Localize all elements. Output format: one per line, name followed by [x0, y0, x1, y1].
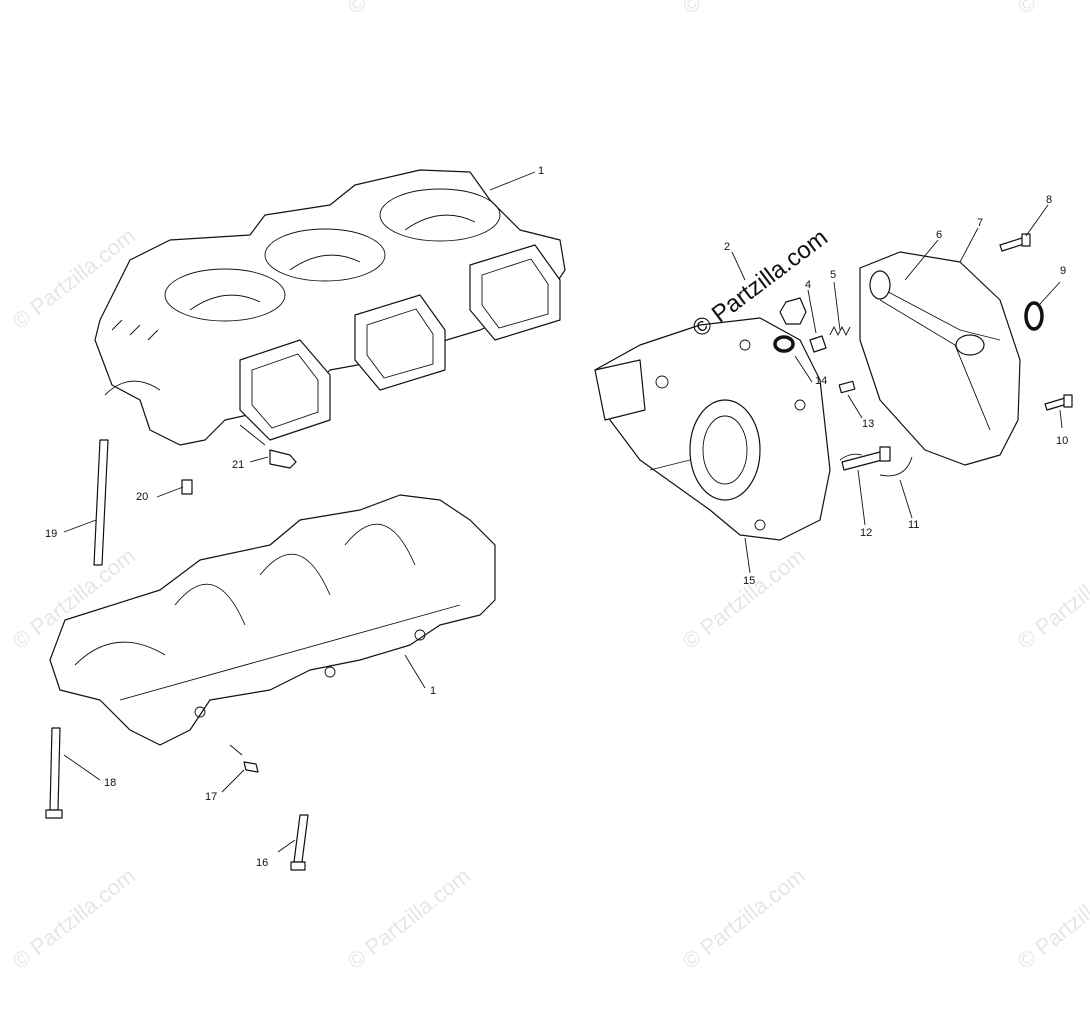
stud-19: [93, 439, 109, 566]
callout-label: 11: [908, 519, 919, 531]
bolt-8: [999, 233, 1031, 252]
callout-label: 1: [430, 685, 436, 697]
callout-label: 8: [1046, 194, 1052, 206]
watermark: © Partzilla.com: [678, 0, 810, 19]
watermark: © Partzilla.com: [8, 863, 140, 974]
watermark: © Partzilla.com: [1013, 0, 1090, 19]
lower-crankcase: [49, 494, 496, 746]
callout-label: 9: [1060, 265, 1066, 277]
watermark: © Partzilla.com: [678, 543, 810, 654]
bolt-18: [45, 727, 63, 819]
watermark: © Partzilla.com: [678, 863, 810, 974]
dowel-20: [181, 479, 193, 495]
callout-label: 13: [862, 418, 874, 430]
plug-2: [779, 297, 807, 325]
fitting-21: [269, 449, 297, 469]
bolt-12: [841, 446, 891, 471]
upper-crankcase: [94, 169, 566, 446]
watermark: © Partzilla.com: [1013, 543, 1090, 654]
oring-washer: [773, 335, 795, 353]
callout-label: 21: [232, 459, 244, 471]
spring-5: [829, 325, 851, 337]
clip-14: [839, 453, 863, 461]
callout-label: 10: [1056, 435, 1068, 447]
watermark: © Partzilla.com: [1013, 863, 1090, 974]
leader-lines: [63, 171, 1063, 853]
callout-label: 17: [205, 791, 217, 803]
callout-labels: 1 1 2 4 5 6 7 8 9 10 11 12 13 14 15 16 1…: [45, 165, 1068, 869]
watermark-layer: © Partzilla.com © Partzilla.com © Partzi…: [8, 0, 1090, 974]
bolt-10: [1044, 394, 1073, 411]
callout-label: 4: [805, 279, 811, 291]
callout-label: 2: [724, 241, 730, 253]
magneto-cover-7: [859, 251, 1021, 466]
callout-label: 20: [136, 491, 148, 503]
pin-13: [838, 380, 856, 394]
bolt-16: [290, 814, 309, 871]
callout-label: 12: [860, 527, 872, 539]
clip-11: [879, 456, 913, 477]
callout-label: 1: [538, 165, 544, 177]
callout-label: 15: [743, 575, 755, 587]
oring-9: [1024, 301, 1044, 331]
part-4: [809, 335, 827, 353]
callout-label: 7: [977, 217, 983, 229]
callout-label: 16: [256, 857, 268, 869]
callout-label: 19: [45, 528, 57, 540]
screw-17: [243, 761, 259, 773]
callout-label: 5: [830, 269, 836, 281]
callout-label: 14: [815, 375, 827, 387]
watermark: © Partzilla.com: [343, 0, 475, 19]
magneto-housing-15: [594, 317, 831, 541]
callout-label: 6: [936, 229, 942, 241]
callout-label: 18: [104, 777, 116, 789]
watermark: © Partzilla.com: [343, 863, 475, 974]
